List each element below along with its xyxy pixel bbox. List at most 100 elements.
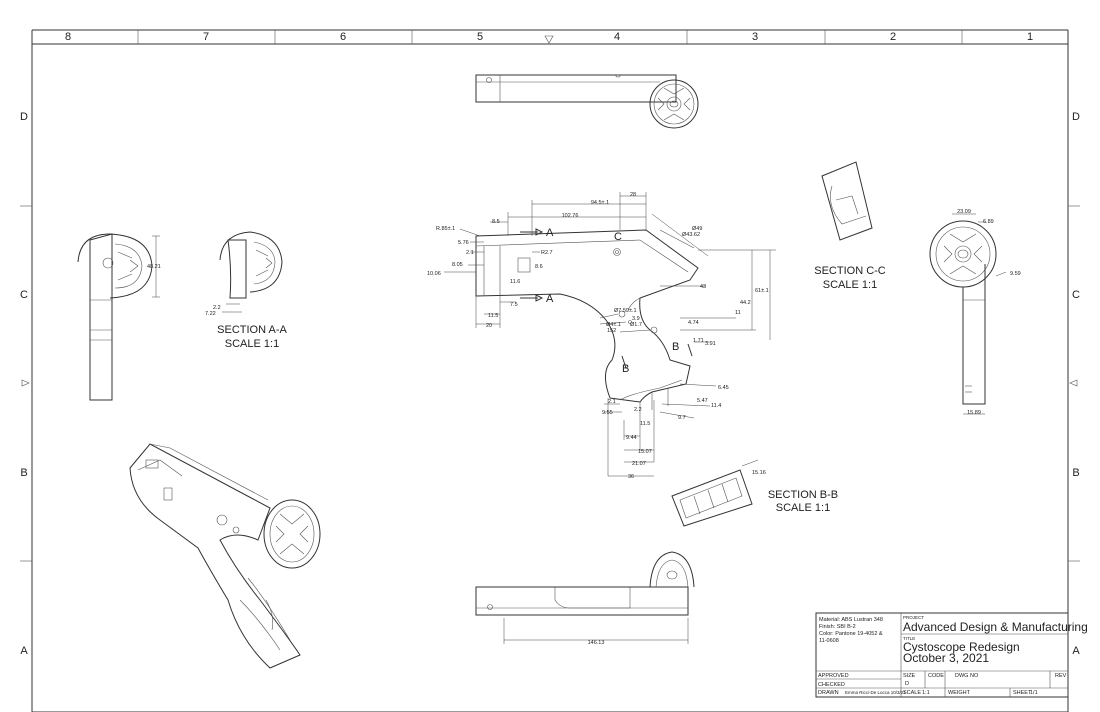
dim-4-74: 4.74 — [688, 320, 699, 326]
zone-4: 4 — [614, 31, 620, 43]
dim-15-07: 15.07 — [638, 449, 652, 455]
section-a-scale: SCALE 1:1 — [225, 338, 279, 350]
bottom-view: 146.13 — [475, 551, 695, 646]
section-b-scale: SCALE 1:1 — [776, 502, 830, 514]
color-note-2: 11-0608 — [819, 638, 839, 644]
code-label: CODE — [928, 673, 944, 679]
zone-3: 3 — [752, 31, 758, 43]
dim-9-44: 9.44 — [626, 435, 637, 441]
dim-11-5: 11.5 — [488, 313, 498, 319]
dim-23-09: 23.09 — [957, 209, 971, 215]
dim-28: 28 — [630, 192, 636, 198]
section-b-b-view — [671, 459, 759, 527]
dim-dia-49: Ø49 — [692, 226, 702, 232]
zone-1: 1 — [1027, 31, 1033, 43]
drawing-title: Cystoscope Redesign — [903, 640, 1020, 654]
zone-6: 6 — [340, 31, 346, 43]
dim-5-47: 5.47 — [697, 398, 708, 404]
dim-r2-7: R2.7 — [541, 250, 553, 256]
dim-15-16: 15.16 — [752, 470, 766, 476]
zone-a-left: A — [20, 645, 28, 657]
dim-2-1: 2.1 — [466, 250, 474, 256]
title-label: TITLE — [903, 636, 915, 641]
dim-9-7: 9.7 — [678, 415, 686, 421]
drawn-label: DRAWN — [818, 690, 839, 696]
section-c-c-view — [821, 161, 873, 241]
dim-43: 43 — [700, 284, 706, 290]
dwg-no-label: DWG NO — [955, 673, 979, 679]
material-note: Material: ABS Lustran 348 — [819, 617, 883, 623]
dim-8-5: 8.5 — [492, 219, 500, 225]
zone-c-left: C — [20, 289, 28, 301]
section-marker-a-bottom: A — [546, 293, 554, 305]
finish-note: Finish: SBI B-2 — [819, 624, 856, 630]
dim-dia-7-59: Ø7.59±.1 — [614, 308, 637, 314]
size-label: SIZE — [903, 673, 916, 679]
zone-7: 7 — [203, 31, 209, 43]
zone-2: 2 — [890, 31, 896, 43]
checked-label: CHECKED — [818, 682, 845, 688]
zone-b-right: B — [1072, 467, 1079, 479]
center-mark-right — [1069, 379, 1078, 387]
zone-labels: 8 7 6 5 4 3 2 1 D C B A D C B A — [20, 31, 1080, 657]
section-c-scale: SCALE 1:1 — [823, 279, 877, 291]
dim-61: 61±.1 — [755, 288, 769, 294]
dim-radius: R.85±.1 — [436, 226, 455, 232]
approved-label: APPROVED — [818, 673, 849, 679]
section-marker-b-right: B — [672, 341, 679, 353]
sheet-label: SHEET — [1013, 690, 1032, 696]
scale-label: SCALE — [903, 690, 921, 696]
dim-11-4: 11.4 — [711, 403, 721, 409]
color-note: Color: Pantone 19-4052 & — [819, 631, 883, 637]
center-mark-left — [21, 379, 30, 387]
dim-48-21: 48.21 — [147, 264, 161, 270]
sheet-border — [20, 29, 1080, 712]
drawing-date: October 3, 2021 — [903, 651, 989, 665]
dim-3-91: 3.91 — [705, 341, 716, 347]
project-label: PROJECT — [903, 615, 924, 620]
dim-21-07: 21.07 — [632, 461, 646, 467]
right-side-view — [929, 213, 1007, 415]
center-mark-top — [544, 35, 554, 44]
zone-c-right: C — [1072, 289, 1080, 301]
project-name: Advanced Design & Manufacturing — [903, 620, 1088, 634]
main-front-view — [475, 213, 709, 410]
dim-15-89: 15.89 — [967, 410, 981, 416]
dim-36: 36 — [628, 474, 634, 480]
rev-label: REV — [1055, 673, 1067, 679]
dim-dia-43-62: Ø43.62 — [682, 232, 700, 238]
dim-9-59: 9.59 — [1010, 271, 1021, 277]
dim-9-55: 9.55 — [602, 410, 613, 416]
dim-5-76: 5.76 — [458, 240, 469, 246]
dim-2-1b: 2.1 — [608, 399, 616, 405]
zone-d-right: D — [1072, 111, 1080, 123]
dim-11-5b: 11.5 — [640, 421, 650, 427]
zone-b-left: B — [20, 467, 27, 479]
section-a-title: SECTION A-A — [217, 324, 287, 336]
dim-102-76: 102.76 — [562, 213, 579, 219]
zone-a-right: A — [1072, 645, 1080, 657]
isometric-view — [129, 443, 321, 669]
section-marker-c: C — [614, 231, 622, 243]
sheet-value: 1/1 — [1030, 690, 1038, 696]
zone-d-left: D — [20, 111, 28, 123]
dim-44-2: 44.2 — [740, 300, 751, 306]
dim-6-89: 6.89 — [983, 219, 994, 225]
section-b-title: SECTION B-B — [768, 489, 838, 501]
drawn-by: Emma Ricci-De Lucca 10/3/21 — [845, 690, 906, 695]
zone-5: 5 — [477, 31, 483, 43]
dim-7-5: 7.5 — [510, 302, 518, 308]
dim-8-6: 8.6 — [535, 264, 543, 270]
section-markers — [520, 228, 693, 369]
zone-8: 8 — [65, 31, 71, 43]
left-side-view — [77, 233, 160, 401]
dim-dia-1-7: Ø1.7 — [630, 322, 642, 328]
section-c-title: SECTION C-C — [814, 265, 886, 277]
top-view — [475, 74, 699, 129]
dim-11-6: 11.6 — [510, 279, 520, 285]
dim-3-9: 3.9 — [632, 316, 640, 322]
title-block — [815, 612, 1069, 698]
size-value: D — [905, 681, 909, 687]
dim-11: 11 — [735, 310, 741, 316]
dim-20: 20 — [486, 323, 492, 329]
